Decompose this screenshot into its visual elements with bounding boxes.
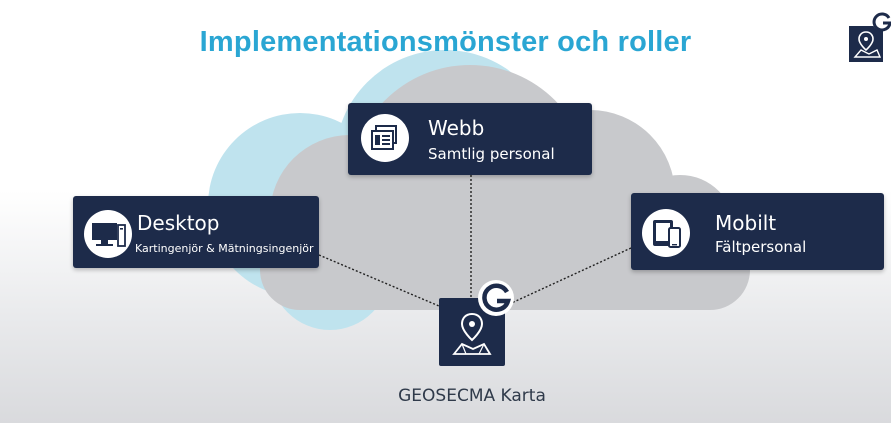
geosecma-g-logo-icon xyxy=(478,280,514,316)
web-window-icon xyxy=(361,114,409,162)
mobile-tablet-icon xyxy=(642,209,690,257)
node-desktop-subtitle: Kartingenjör & Mätningsingenjör xyxy=(135,242,314,255)
node-mobilt-title: Mobilt xyxy=(715,211,777,235)
node-desktop-title: Desktop xyxy=(137,211,220,235)
geosecma-corner-logo-icon xyxy=(849,11,891,62)
desktop-computer-icon xyxy=(84,210,132,258)
connector-mobilt xyxy=(504,247,632,307)
connector-desktop xyxy=(318,254,440,307)
center-node-label: GEOSECMA Karta xyxy=(398,386,546,406)
node-webb-title: Webb xyxy=(428,116,485,140)
node-webb-subtitle: Samtlig personal xyxy=(428,145,555,163)
node-mobilt-subtitle: Fältpersonal xyxy=(715,238,807,256)
node-desktop: Desktop Kartingenjör & Mätningsingenjör xyxy=(73,196,319,268)
node-webb: Webb Samtlig personal xyxy=(348,103,592,175)
node-mobilt: Mobilt Fältpersonal xyxy=(631,193,884,270)
slide-title: Implementationsmönster och roller xyxy=(199,26,692,58)
map-pin-icon xyxy=(452,312,492,355)
